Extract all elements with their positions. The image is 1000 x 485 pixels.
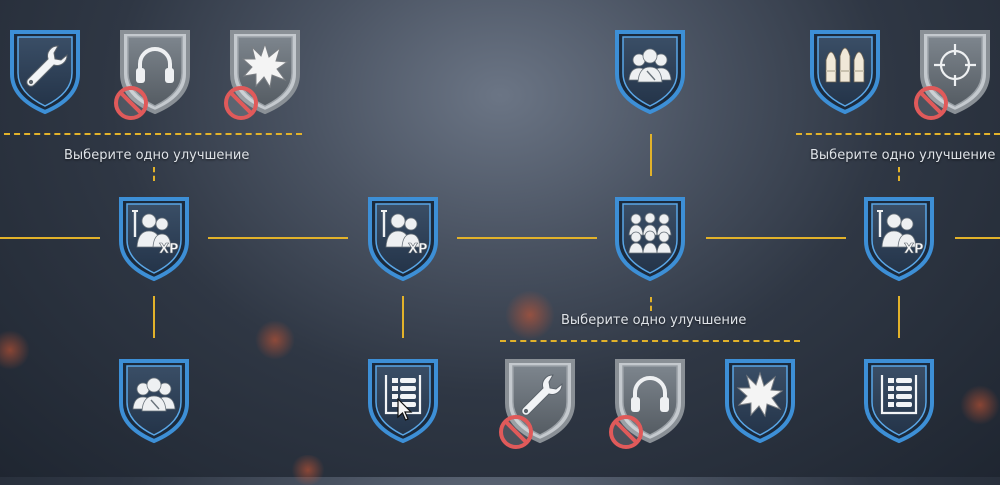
- skill-radio-top[interactable]: [114, 26, 194, 120]
- wrench-icon: [26, 45, 68, 87]
- choose-one-label: Выберите одно улучшение: [64, 148, 250, 163]
- svg-text:XP: XP: [408, 242, 428, 257]
- shield-frame: [368, 359, 438, 444]
- connector-line: [402, 296, 404, 338]
- crew-group-icon: [628, 212, 672, 254]
- skill-ammo-top[interactable]: [806, 26, 884, 116]
- svg-text:XP: XP: [904, 242, 924, 257]
- blocked-icon: [499, 415, 533, 449]
- connector-line: [457, 237, 597, 239]
- ember-glow: [960, 385, 1000, 425]
- skill-repair-top[interactable]: [6, 26, 84, 116]
- mouse-cursor-icon: [397, 398, 413, 421]
- connector-line: [650, 134, 652, 176]
- group-bracket: [796, 133, 1000, 135]
- explosion-icon: [241, 42, 289, 89]
- ember-glow: [0, 330, 30, 370]
- group-bracket: [500, 340, 800, 342]
- ember-glow: [255, 320, 295, 360]
- crew-icon: [132, 377, 176, 412]
- wrench-icon: [521, 374, 563, 416]
- skill-crew-xp-1[interactable]: XP: [115, 193, 193, 283]
- skill-ammo-rack-1[interactable]: [364, 355, 442, 445]
- headphones-icon: [631, 376, 669, 412]
- skill-crew-xp-3[interactable]: XP: [860, 193, 938, 283]
- blocked-icon: [609, 415, 643, 449]
- group-bracket: [650, 297, 652, 311]
- skill-radio-bottom[interactable]: [609, 355, 689, 449]
- ammo-icon: [825, 47, 865, 83]
- skill-crew-xp-2[interactable]: XP: [364, 193, 442, 283]
- choose-one-label: Выберите одно улучшение: [561, 313, 747, 328]
- skill-fire-top[interactable]: [224, 26, 304, 120]
- choose-one-label: Выберите одно улучшение: [810, 148, 996, 163]
- skill-fire-bottom[interactable]: [721, 355, 799, 445]
- svg-text:XP: XP: [159, 242, 179, 257]
- connector-line: [898, 296, 900, 338]
- ember-glow: [290, 455, 326, 485]
- crosshair-icon: [934, 44, 976, 86]
- blocked-icon: [224, 86, 258, 120]
- ember-glow: [505, 290, 555, 340]
- crew-xp-icon: XP: [132, 210, 179, 257]
- skill-crew-bottom[interactable]: [115, 355, 193, 445]
- ammo-rack-icon: [880, 375, 918, 415]
- skill-ammo-rack-2[interactable]: [860, 355, 938, 445]
- skill-aim-top[interactable]: [914, 26, 994, 120]
- blocked-icon: [114, 86, 148, 120]
- group-bracket: [4, 133, 302, 135]
- crew-xp-icon: XP: [381, 210, 428, 257]
- group-bracket: [153, 167, 155, 181]
- crew-icon: [628, 48, 672, 83]
- blocked-icon: [914, 86, 948, 120]
- skill-crew-top[interactable]: [611, 26, 689, 116]
- headphones-icon: [136, 47, 174, 83]
- explosion-icon: [736, 371, 784, 418]
- skill-crew-group[interactable]: [611, 193, 689, 283]
- connector-line: [0, 237, 100, 239]
- connector-line: [153, 296, 155, 338]
- connector-line: [706, 237, 846, 239]
- connector-line: [208, 237, 348, 239]
- skill-repair-bottom[interactable]: [499, 355, 579, 449]
- connector-line: [955, 237, 1000, 239]
- crew-xp-icon: XP: [877, 210, 924, 257]
- group-bracket: [898, 167, 900, 181]
